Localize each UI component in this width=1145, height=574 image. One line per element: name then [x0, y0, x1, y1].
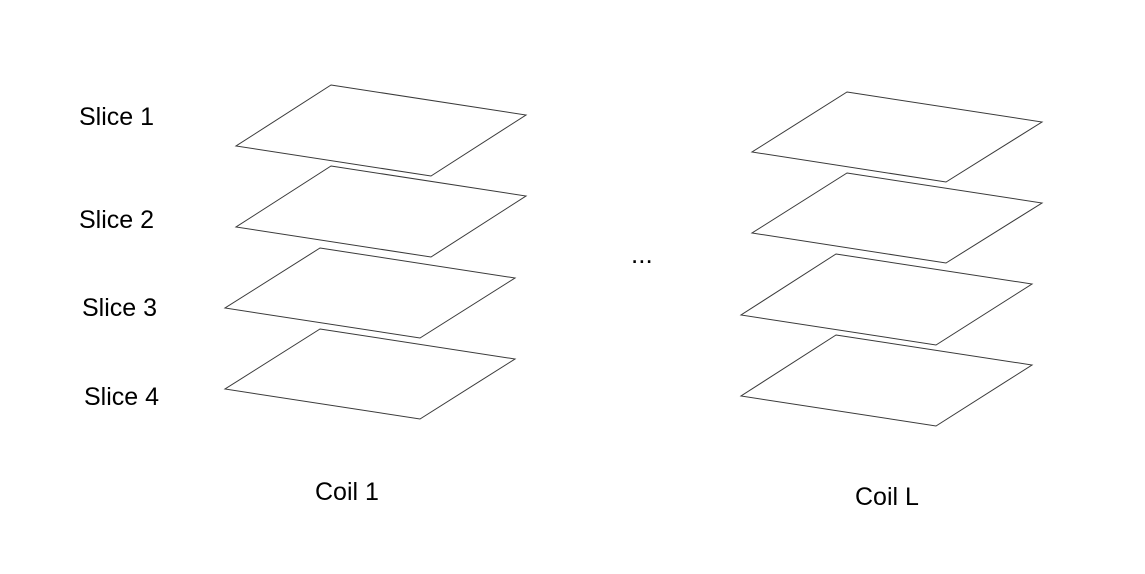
coil-1-slice-3 — [223, 247, 517, 339]
coil-1-stack — [223, 84, 528, 420]
coil-l-stack — [739, 91, 1044, 427]
slice-label-4: Slice 4 — [84, 383, 159, 411]
coil-1-slice-2 — [234, 165, 528, 258]
slice-label-2: Slice 2 — [79, 206, 154, 234]
coil-1-slice-1 — [234, 84, 528, 177]
slice-label-1: Slice 1 — [79, 103, 154, 131]
coil-l-slice-1 — [750, 91, 1044, 183]
coil-1-slice-4 — [223, 328, 517, 420]
coil-label-1: Coil 1 — [315, 478, 379, 506]
coil-l-slice-3 — [739, 253, 1034, 346]
slice-label-3: Slice 3 — [82, 294, 157, 322]
coil-label-l: Coil L — [855, 483, 919, 511]
coil-l-slice-4 — [739, 334, 1034, 427]
ellipsis: ... — [631, 239, 653, 269]
coil-l-slice-2 — [750, 172, 1044, 264]
